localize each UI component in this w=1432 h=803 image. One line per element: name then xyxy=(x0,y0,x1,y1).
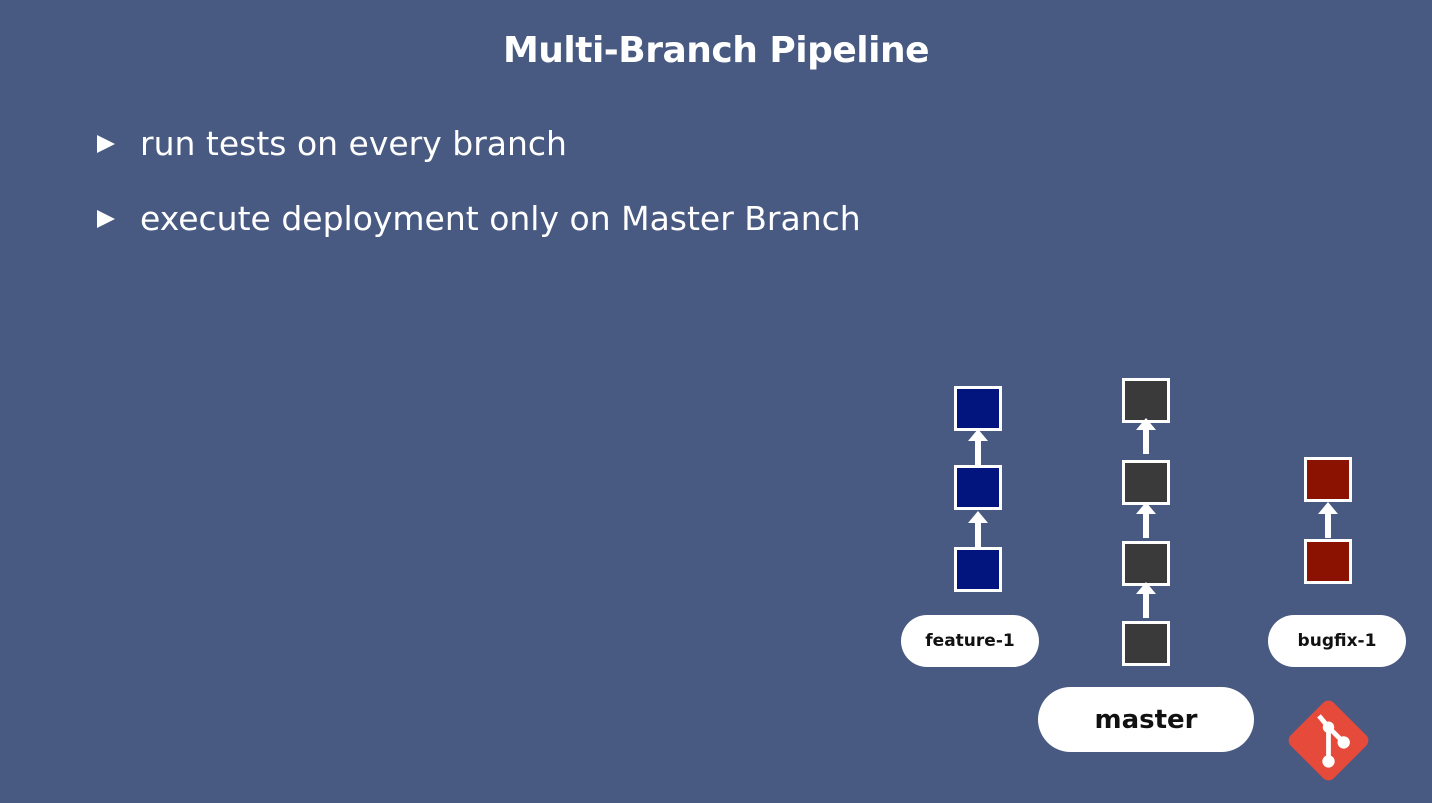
up-arrow-icon xyxy=(1136,582,1156,618)
feature-branch-label: feature-1 xyxy=(901,615,1039,667)
up-arrow-icon xyxy=(968,429,988,465)
up-arrow-icon xyxy=(1136,418,1156,454)
master-branch-label: master xyxy=(1038,687,1254,752)
bullet-item-1: run tests on every branch xyxy=(97,124,567,163)
feature-commit-2 xyxy=(954,465,1002,510)
bullet-item-2: execute deployment only on Master Branch xyxy=(97,199,861,238)
triangle-bullet-icon xyxy=(97,134,115,153)
bullet-text-1: run tests on every branch xyxy=(140,124,567,163)
bugfix-branch-label: bugfix-1 xyxy=(1268,615,1406,667)
bugfix-commit-2 xyxy=(1304,457,1352,502)
feature-commit-1 xyxy=(954,547,1002,592)
master-commit-1 xyxy=(1122,621,1170,666)
feature-commit-3 xyxy=(954,386,1002,431)
git-logo-icon xyxy=(1288,700,1369,781)
up-arrow-icon xyxy=(968,511,988,547)
master-commit-3 xyxy=(1122,460,1170,505)
master-commit-2 xyxy=(1122,541,1170,586)
up-arrow-icon xyxy=(1318,502,1338,538)
bugfix-commit-1 xyxy=(1304,539,1352,584)
master-commit-4 xyxy=(1122,378,1170,423)
slide-title: Multi-Branch Pipeline xyxy=(502,30,930,71)
bullet-text-2: execute deployment only on Master Branch xyxy=(140,199,861,238)
up-arrow-icon xyxy=(1136,502,1156,538)
triangle-bullet-icon xyxy=(97,209,115,228)
